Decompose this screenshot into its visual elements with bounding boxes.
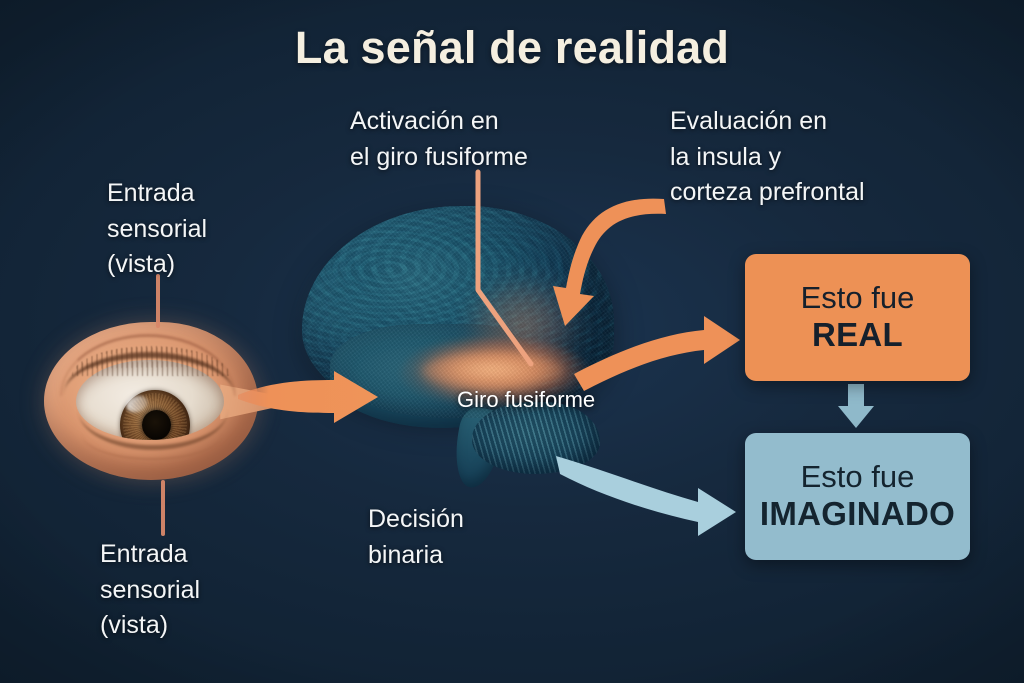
- outcome-real-line1: Esto fue: [800, 279, 915, 315]
- outcome-box-imagined: Esto fue IMAGINADO: [745, 433, 970, 560]
- outcome-imagined-line1: Esto fue: [800, 458, 915, 494]
- page-title: La señal de realidad: [294, 22, 730, 73]
- label-sensory-input-bottom: Entrada sensorial (vista): [100, 540, 201, 639]
- eye-illustration: [10, 288, 310, 518]
- label-activation-fusiform: Activación en el giro fusiforme: [350, 107, 528, 171]
- outcome-box-real: Esto fue REAL: [745, 254, 970, 381]
- label-evaluation-insula: Evaluación en la insula y corteza prefro…: [670, 107, 865, 206]
- outcome-real-line2: REAL: [811, 316, 904, 354]
- arrow-real-to-imagined: [838, 384, 874, 428]
- label-fusiform-gyrus: Giro fusiforme: [457, 387, 596, 412]
- eye-lower-fold: [82, 434, 222, 460]
- label-binary-decision: Decisión binaria: [368, 505, 464, 569]
- label-sensory-input-top: Entrada sensorial (vista): [107, 179, 208, 278]
- brain-illustration: [296, 196, 642, 498]
- outcome-imagined-line2: IMAGINADO: [759, 495, 956, 533]
- eye-eyelash-upper: [64, 352, 234, 394]
